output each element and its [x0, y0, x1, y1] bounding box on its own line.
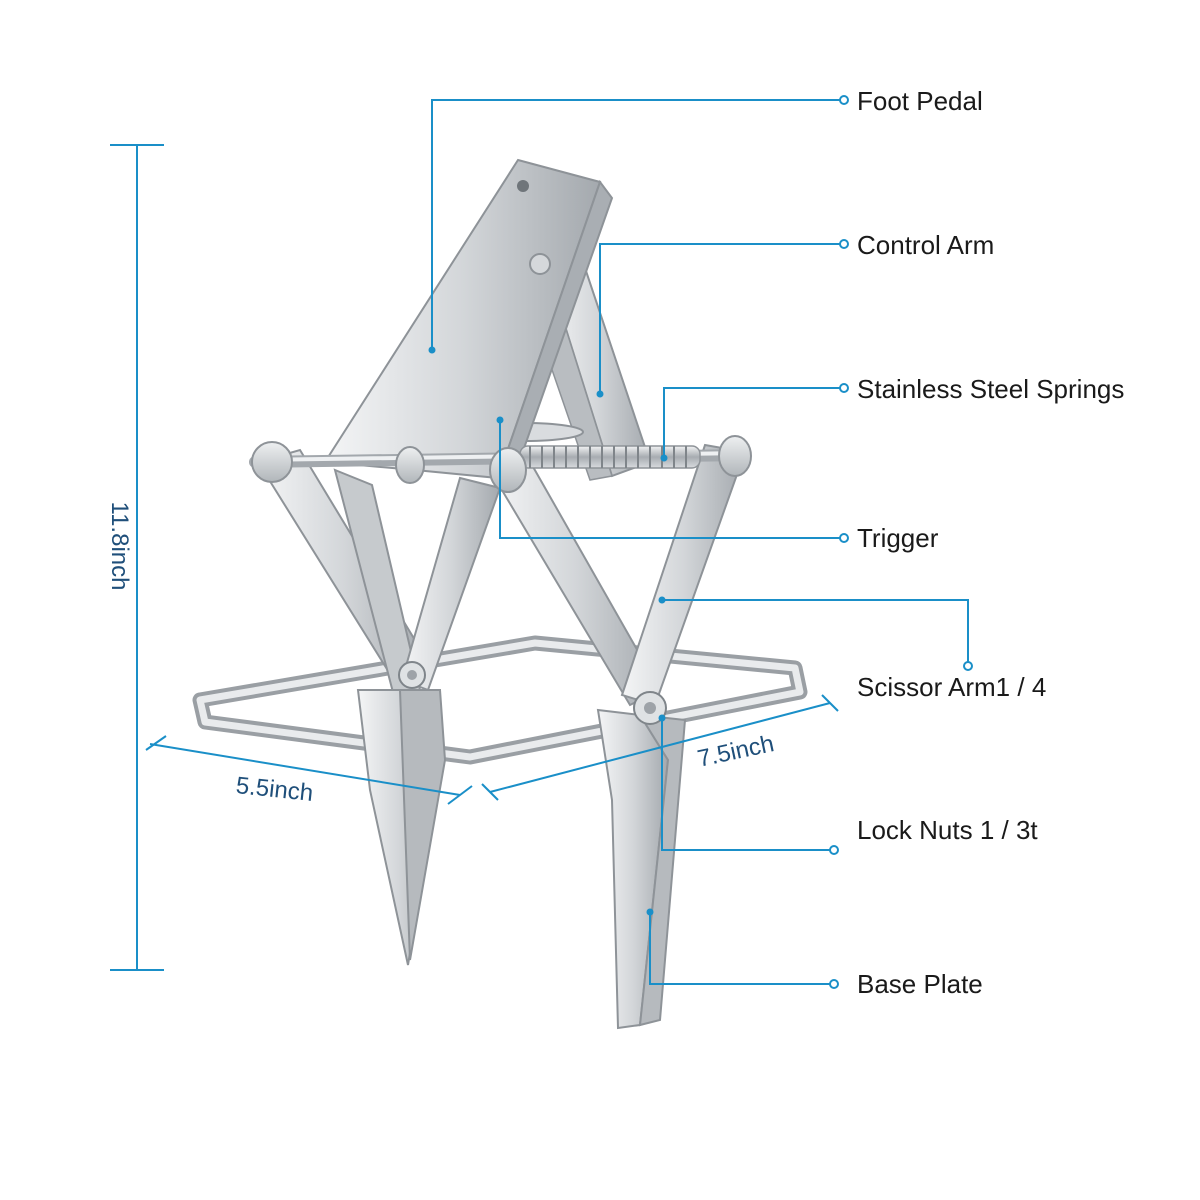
callout-foot-pedal	[428, 95, 849, 354]
dimension-height: 11.8inch	[106, 501, 133, 591]
label-base-plate: Base Plate	[857, 969, 983, 999]
label-scissor-arm: Scissor Arm1 / 4	[857, 672, 1047, 702]
lock-nuts	[398, 661, 667, 725]
scissor-arms	[256, 443, 747, 707]
base-frame	[192, 635, 808, 765]
callout-trigger	[496, 416, 849, 543]
height-dimension-line	[110, 144, 164, 971]
label-foot-pedal: Foot Pedal	[857, 86, 983, 116]
label-lock-nuts: Lock Nuts 1 / 3t	[857, 815, 1038, 845]
label-trigger: Trigger	[857, 523, 939, 553]
label-springs: Stainless Steel Springs	[857, 374, 1125, 404]
callout-springs	[660, 383, 849, 462]
jaws	[356, 689, 687, 1030]
width-dimension-line	[145, 735, 473, 805]
mole-trap-illustration	[192, 158, 808, 1030]
foot-pedal	[323, 158, 614, 490]
callout-scissor-arm	[658, 596, 973, 671]
label-control-arm: Control Arm	[857, 230, 995, 260]
callout-base-plate	[646, 908, 839, 989]
callout-control-arm	[596, 239, 849, 398]
callout-lock-nuts	[658, 714, 839, 855]
length-dimension-line	[481, 694, 839, 801]
